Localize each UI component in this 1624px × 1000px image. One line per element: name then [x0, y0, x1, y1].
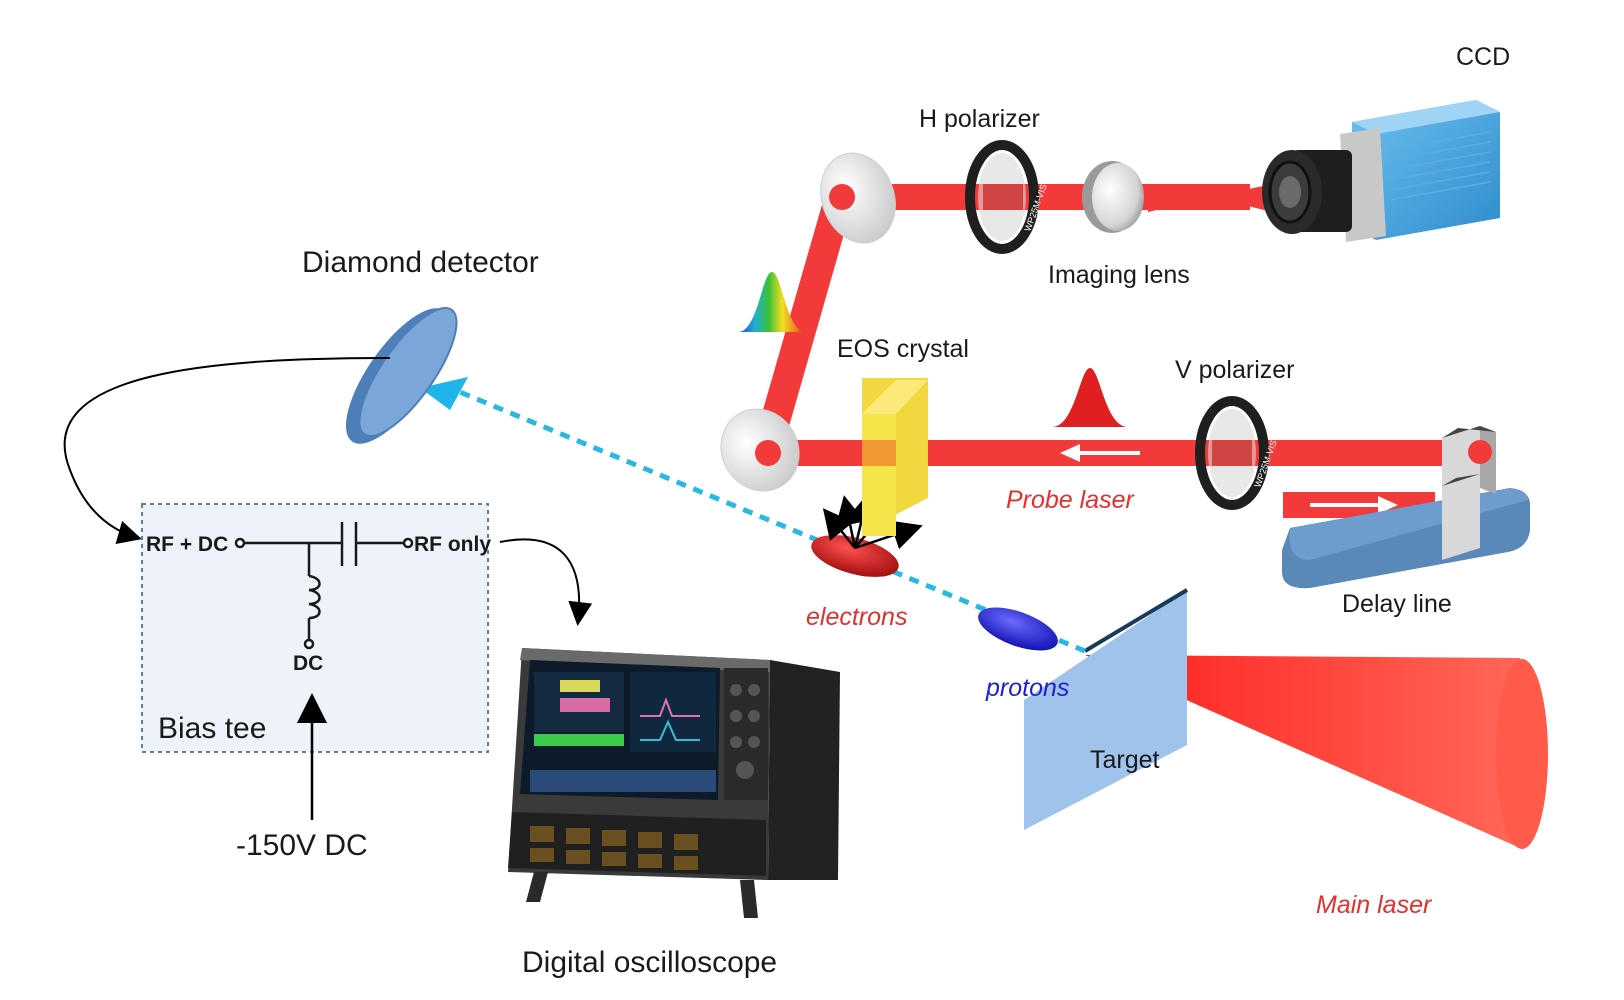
probe-laser-label: Probe laser: [1006, 486, 1136, 514]
diamond-detector: [345, 306, 458, 444]
ccd-camera: [1262, 100, 1500, 242]
v-polarizer: WP25M-VIS: [1195, 396, 1279, 510]
imaging-lens: [1082, 161, 1144, 233]
protons-label: protons: [985, 674, 1069, 702]
delay-line-stage: [1282, 426, 1530, 589]
proton-path: [454, 387, 1086, 654]
mirror-top: [820, 152, 896, 244]
eos-crystal-label: EOS crystal: [837, 335, 969, 363]
probe-pulse-icon: [1052, 368, 1128, 427]
digital-oscilloscope: [508, 648, 840, 918]
h-polarizer-label: H polarizer: [919, 105, 1040, 133]
target-foil: [1024, 590, 1187, 830]
h-polarizer: WP25M-VIS: [965, 140, 1049, 254]
detector-to-biastee-cable: [63, 357, 391, 545]
bias-voltage-label: -150V DC: [236, 829, 368, 862]
imaging-lens-label: Imaging lens: [1048, 261, 1190, 289]
target-label: Target: [1090, 746, 1160, 774]
main-laser-label: Main laser: [1316, 891, 1433, 919]
bias-tee-circuit: [234, 522, 414, 650]
v-polarizer-label: V polarizer: [1175, 356, 1295, 384]
ccd-label: CCD: [1456, 43, 1510, 71]
main-laser-beam: [1085, 655, 1548, 849]
biastee-to-scope-cable: [499, 538, 593, 626]
delay-direction-arrow: [1310, 496, 1398, 514]
digital-oscilloscope-label: Digital oscilloscope: [522, 946, 777, 979]
probe-direction-arrow: [1060, 444, 1140, 462]
electrons-label: electrons: [806, 603, 907, 631]
dc-port-label: DC: [293, 652, 323, 675]
diamond-detector-label: Diamond detector: [302, 246, 539, 279]
delay-line-label: Delay line: [1342, 590, 1452, 618]
broadband-pulse-icon: [738, 272, 806, 332]
eos-crystal: [862, 378, 928, 536]
protons-bunch: [978, 607, 1058, 651]
rf-dc-port-label: RF + DC: [146, 533, 228, 556]
rf-only-port-label: RF only: [414, 533, 491, 556]
proton-arrowhead: [420, 377, 468, 410]
electrons-bunch: [811, 535, 899, 577]
bias-tee-label: Bias tee: [158, 712, 266, 745]
